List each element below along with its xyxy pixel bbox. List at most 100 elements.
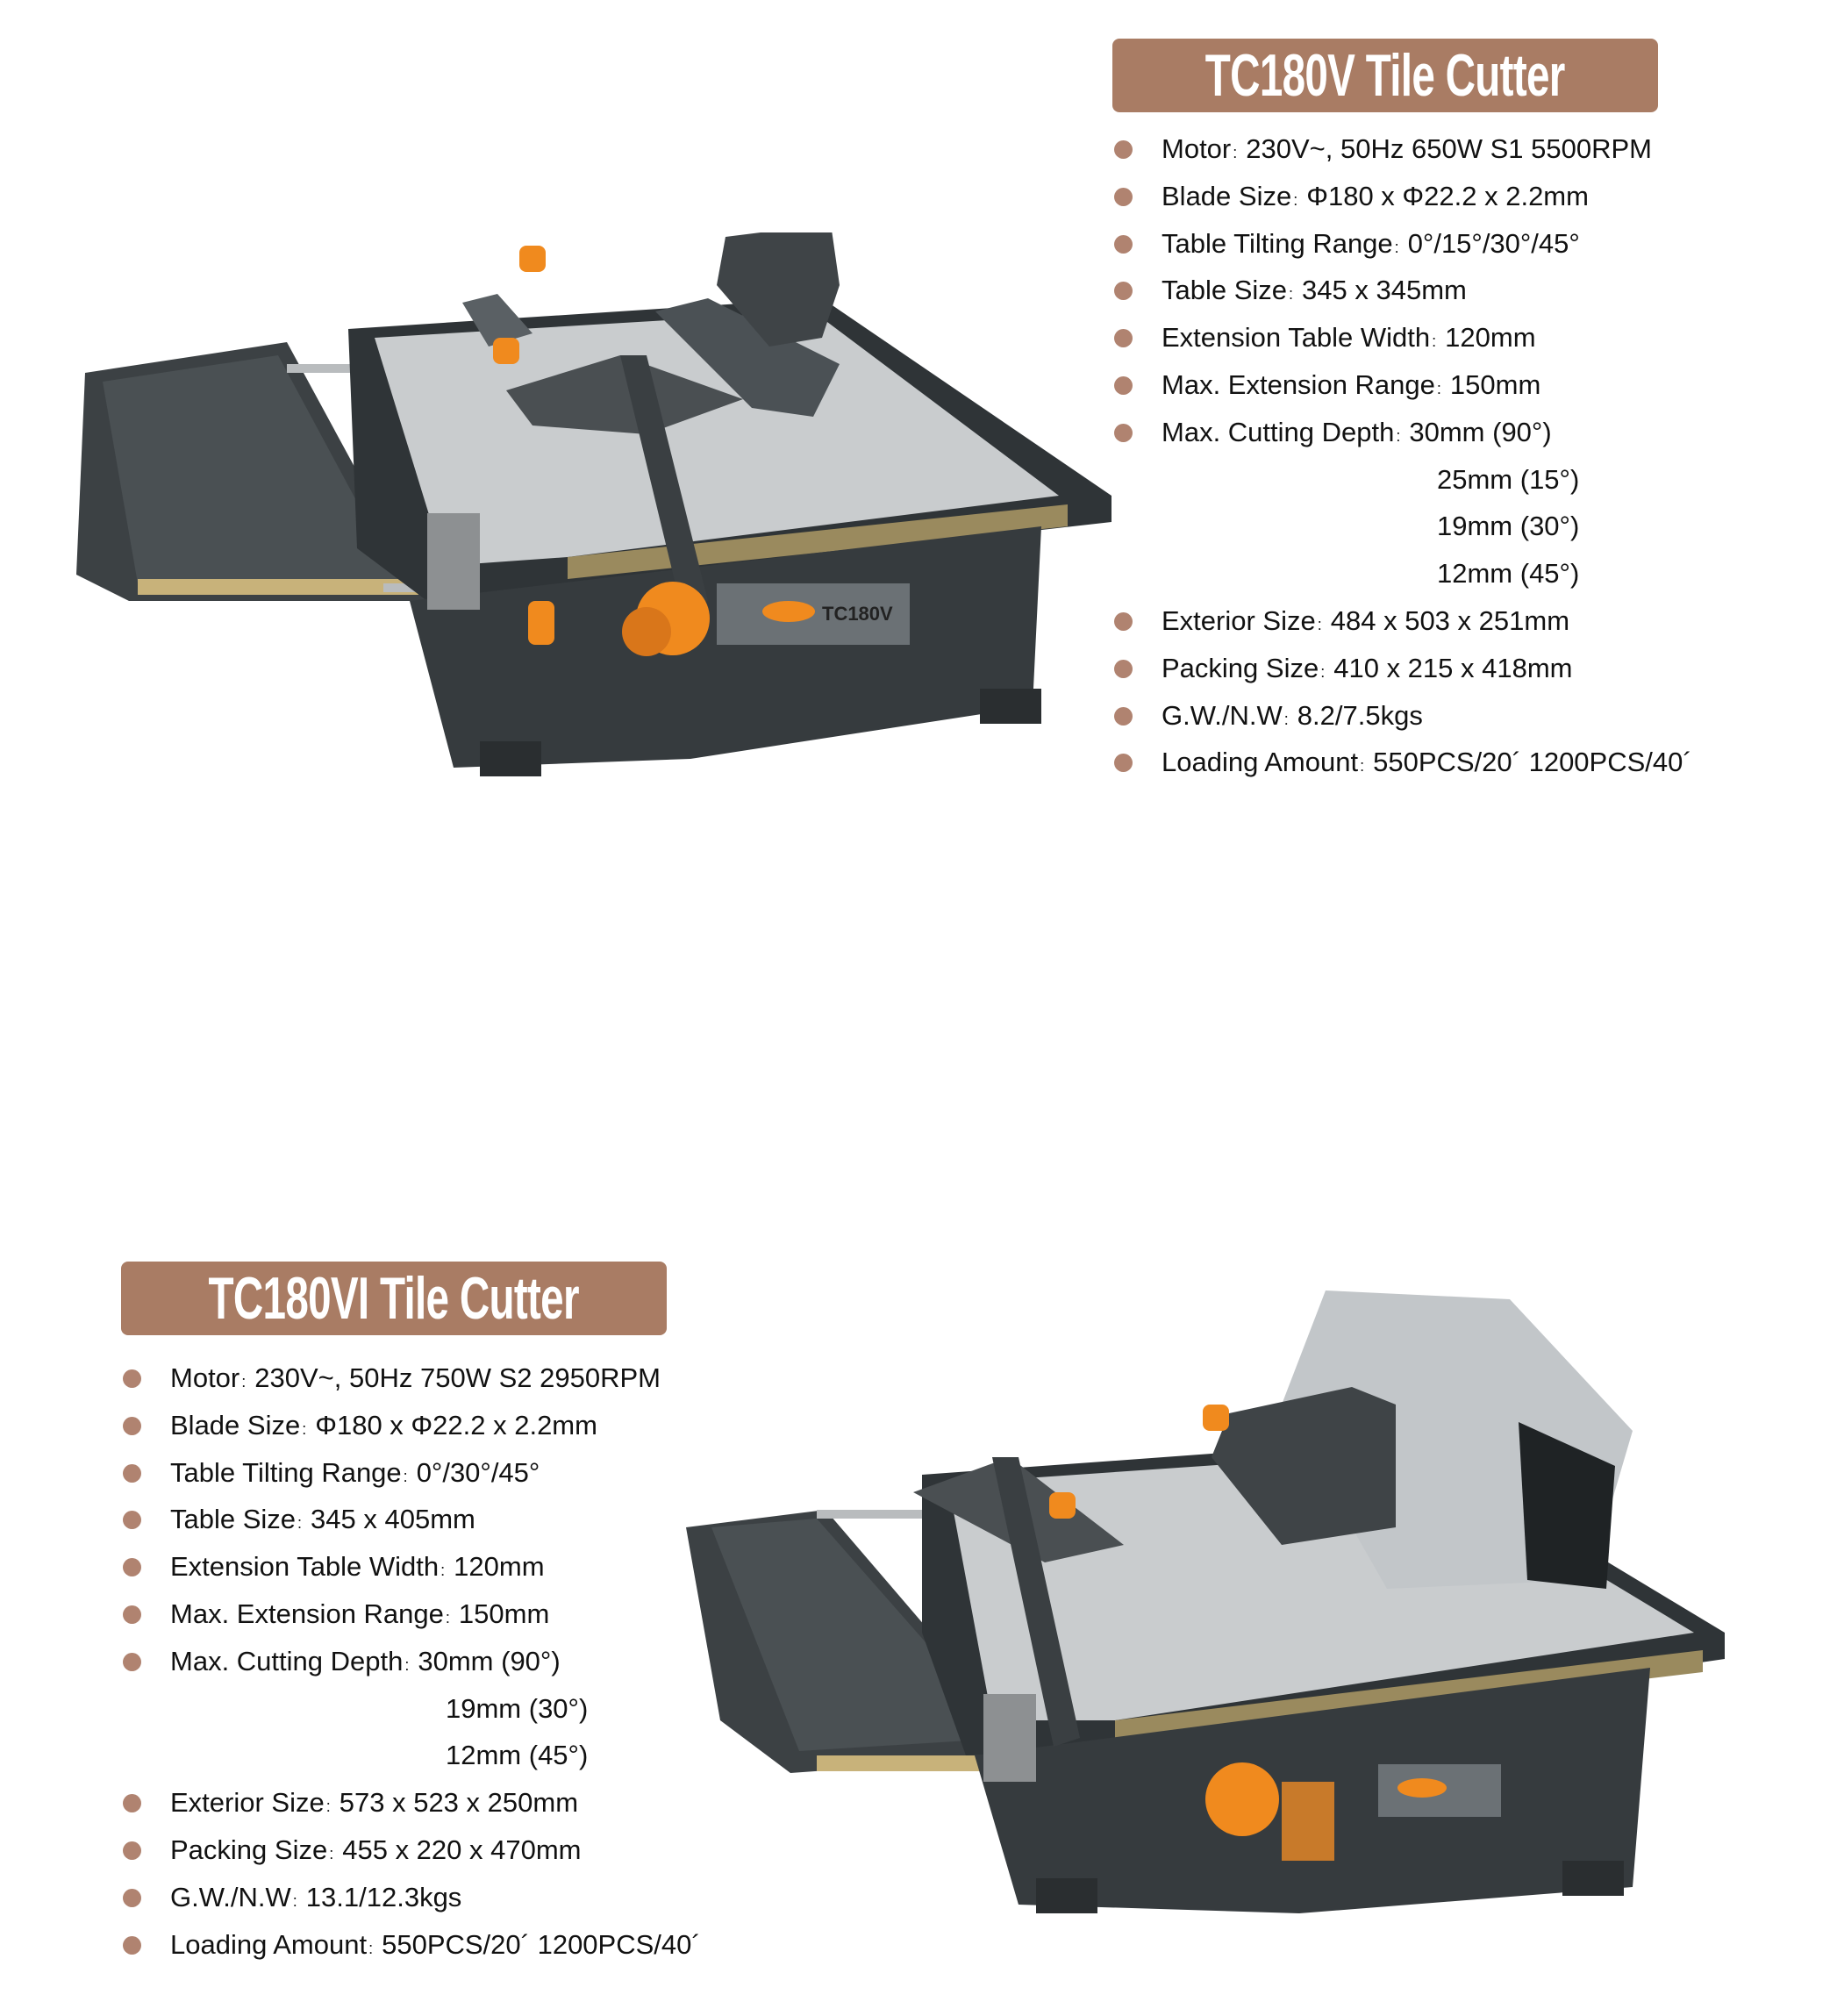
separator: :: [1436, 379, 1441, 397]
spec-label: Motor: [170, 1362, 240, 1393]
tc180v-product-image: TC180V: [76, 232, 1111, 776]
bullet-icon: [1114, 329, 1133, 348]
spec-label: Table Size: [170, 1504, 297, 1535]
spec-label: Max. Extension Range: [170, 1598, 444, 1629]
bullet-icon: [123, 1605, 141, 1624]
separator: :: [297, 1514, 303, 1533]
bullet-icon: [123, 1511, 141, 1530]
separator: :: [1320, 662, 1326, 681]
separator: :: [440, 1562, 446, 1580]
separator: :: [1360, 757, 1365, 776]
spec-label: Extension Table Width: [1162, 322, 1431, 354]
spec-value: 25mm (15°): [1437, 463, 1580, 495]
spec-value: 150mm: [458, 1598, 550, 1629]
bullet-icon: [1114, 611, 1133, 631]
spec-label: Exterior Size: [1162, 604, 1316, 636]
spec-value: 30mm (90°): [418, 1645, 561, 1676]
spec-label: Exterior Size: [170, 1787, 325, 1819]
product-title-tc180vi: TC180VI Tile Cutter: [121, 1262, 667, 1335]
spec-value: 150mm: [1449, 368, 1541, 400]
spec-label: Table Tilting Range: [170, 1456, 402, 1488]
spec-value: 8.2/7.5kgs: [1297, 699, 1423, 731]
bullet-icon: [123, 1558, 141, 1577]
bullet-icon: [123, 1888, 141, 1907]
bullet-icon: [123, 1841, 141, 1860]
title-text: TC180V Tile Cutter: [1205, 42, 1565, 109]
separator: :: [403, 1467, 408, 1485]
spec-label: Packing Size: [170, 1834, 328, 1865]
bullet-icon: [1114, 375, 1133, 395]
spec-value: 484 x 503 x 251mm: [1330, 604, 1570, 636]
spec-label: G.W./N.W: [170, 1881, 291, 1912]
spec-label: Loading Amount: [1162, 747, 1359, 778]
spec-label: G.W./N.W: [1162, 699, 1283, 731]
spec-value: 345 x 405mm: [311, 1504, 475, 1535]
separator: :: [1233, 144, 1238, 161]
spec-value: 30mm (90°): [1409, 416, 1552, 447]
bullet-icon: [1114, 187, 1133, 206]
product-title-tc180v: TC180V Tile Cutter: [1112, 39, 1658, 112]
spec-value: 19mm (30°): [1437, 511, 1580, 542]
spec-label: Max. Extension Range: [1162, 368, 1435, 400]
separator: :: [445, 1608, 450, 1626]
spec-value: 550PCS/20´ 1200PCS/40´: [1373, 747, 1692, 778]
spec-label: Table Tilting Range: [1162, 227, 1393, 259]
spec-label: Loading Amount: [170, 1928, 368, 1960]
separator: :: [1432, 332, 1437, 351]
spec-value: 410 x 215 x 418mm: [1333, 652, 1573, 683]
spec-label: Table Size: [1162, 275, 1288, 306]
spec-value: 573 x 523 x 250mm: [339, 1787, 579, 1819]
spec-value: 120mm: [454, 1551, 545, 1583]
bullet-icon: [123, 1369, 141, 1388]
spec-label: Max. Cutting Depth: [1162, 416, 1395, 447]
model-badge: TC180V: [822, 603, 893, 625]
separator: :: [292, 1891, 297, 1910]
spec-label: Max. Cutting Depth: [170, 1645, 404, 1676]
bullet-icon: [1114, 234, 1133, 254]
bullet-icon: [123, 1935, 141, 1955]
spec-value: 0°/15°/30°/45°: [1407, 227, 1580, 259]
spec-label: Extension Table Width: [170, 1551, 440, 1583]
separator: :: [368, 1939, 374, 1957]
separator: :: [329, 1844, 334, 1862]
bullet-icon: [123, 1794, 141, 1813]
spec-label: Packing Size: [1162, 652, 1319, 683]
spec-value: 19mm (30°): [446, 1692, 589, 1724]
separator: :: [1394, 238, 1399, 256]
spec-value: 230V~, 50Hz 650W S1 5500RPM: [1246, 133, 1652, 164]
spec-value: 120mm: [1445, 322, 1536, 354]
spec-value: 230V~, 50Hz 750W S2 2950RPM: [254, 1362, 661, 1393]
separator: :: [302, 1419, 307, 1438]
spec-label: Blade Size: [170, 1409, 301, 1441]
bullet-icon: [123, 1652, 141, 1671]
separator: :: [325, 1798, 331, 1816]
title-text: TC180VI Tile Cutter: [208, 1265, 580, 1332]
spec-label: Motor: [1162, 133, 1232, 164]
separator: :: [1317, 615, 1322, 633]
bullet-icon: [1114, 282, 1133, 301]
bullet-icon: [123, 1463, 141, 1483]
bullet-icon: [1114, 706, 1133, 726]
bullet-icon: [1114, 659, 1133, 678]
separator: :: [1293, 190, 1298, 209]
spec-value: Φ180 x Φ22.2 x 2.2mm: [315, 1409, 597, 1441]
spec-value: 13.1/12.3kgs: [305, 1881, 462, 1912]
separator: :: [1283, 710, 1289, 728]
spec-value: 12mm (45°): [446, 1740, 589, 1771]
separator: :: [241, 1373, 247, 1390]
bullet-icon: [1114, 423, 1133, 442]
separator: :: [1289, 285, 1294, 304]
bullet-icon: [123, 1416, 141, 1435]
separator: :: [1396, 426, 1401, 445]
bullet-icon: [1114, 754, 1133, 773]
spec-value: Φ180 x Φ22.2 x 2.2mm: [1306, 180, 1589, 211]
bullet-icon: [1114, 140, 1133, 159]
spec-value: 455 x 220 x 470mm: [342, 1834, 582, 1865]
tc180vi-product-image: [686, 1290, 1725, 1913]
spec-label: Blade Size: [1162, 180, 1292, 211]
separator: :: [404, 1655, 410, 1674]
spec-value: 0°/30°/45°: [416, 1456, 540, 1488]
spec-value: 12mm (45°): [1437, 558, 1580, 590]
spec-value: 345 x 345mm: [1302, 275, 1467, 306]
spec-value: 550PCS/20´ 1200PCS/40´: [382, 1928, 701, 1960]
